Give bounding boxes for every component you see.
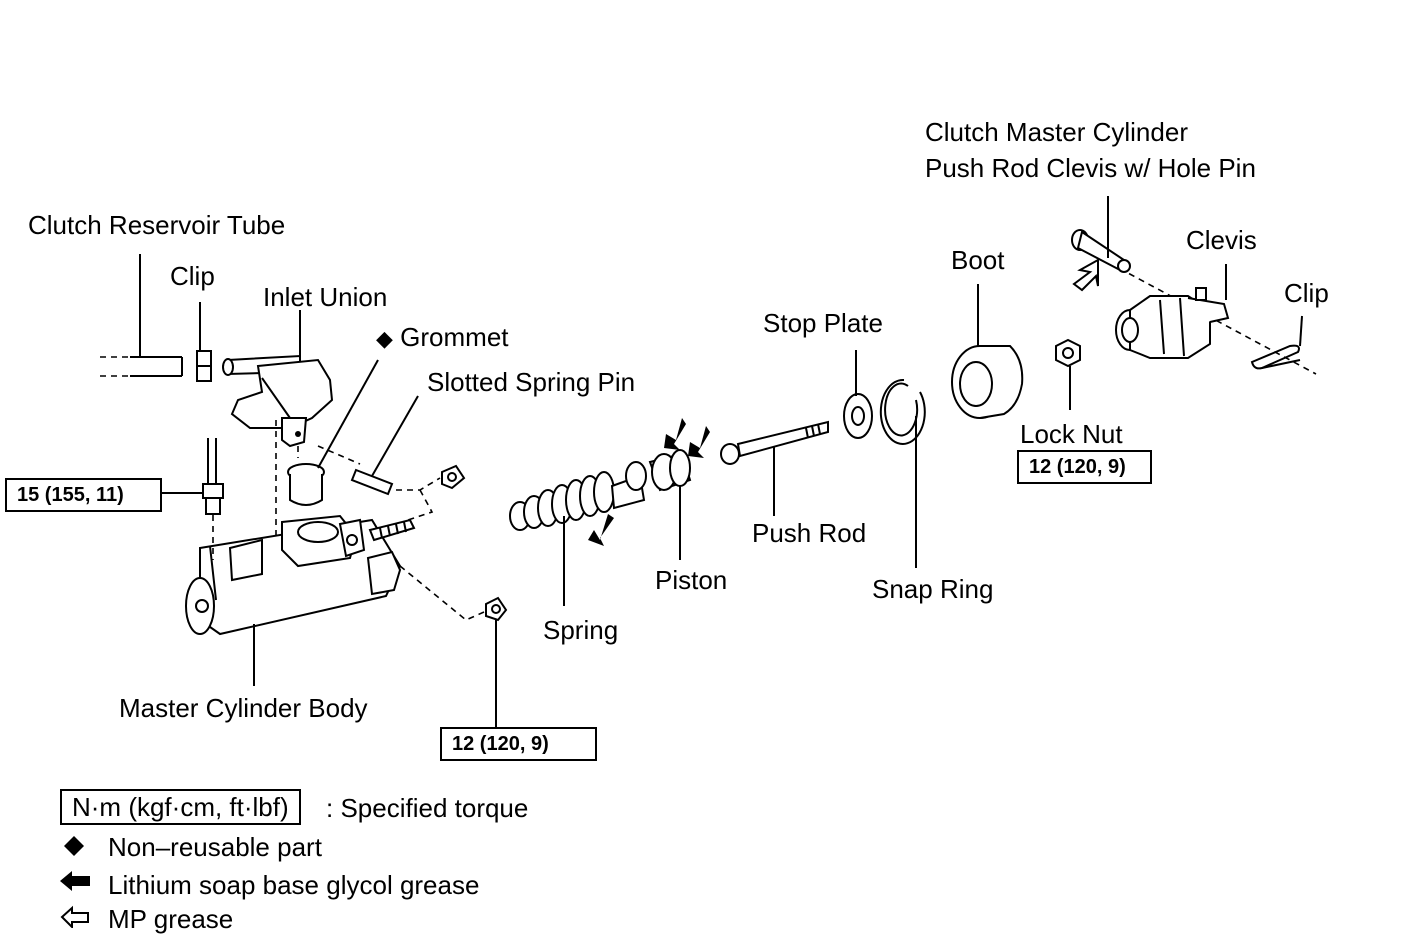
label-snap-ring: Snap Ring (872, 574, 994, 604)
label-spring: Spring (543, 615, 619, 645)
grommet-text: Grommet (400, 322, 509, 352)
torque-box-mounting-nut: 12 (120, 9) (440, 727, 597, 761)
clip-left-part (196, 350, 212, 382)
legend-specified-torque: : Specified torque (326, 793, 529, 823)
label-grommet: ◆ Grommet (376, 324, 509, 350)
torque-box-outlet-fitting: 15 (155, 11) (5, 478, 162, 512)
legend-non-reusable: Non–reusable part (108, 832, 322, 862)
label-slotted-spring-pin: Slotted Spring Pin (427, 367, 636, 397)
diamond-icon (64, 836, 84, 856)
legend-unit-box: N·m (kgf·cm, ft·lbf) (60, 789, 301, 825)
torque-box-lock-nut: 12 (120, 9) (1017, 450, 1152, 484)
label-clutch-reservoir-tube: Clutch Reservoir Tube (28, 210, 286, 240)
label-clip-left: Clip (170, 261, 215, 291)
master-cylinder-body-part (185, 514, 416, 636)
clip-right-part (1250, 344, 1301, 370)
label-push-rod: Push Rod (752, 518, 867, 548)
clevis-part (1115, 287, 1230, 359)
piston-part (610, 449, 692, 510)
snap-ring-part (879, 378, 926, 445)
label-clip-right: Clip (1284, 278, 1329, 308)
grommet-part (287, 463, 325, 506)
push-rod-part (720, 420, 829, 465)
small-nut-lower (485, 596, 508, 622)
diamond-icon: ◆ (376, 326, 393, 351)
inlet-union-part (222, 354, 334, 448)
label-boot: Boot (951, 245, 1005, 275)
mp-grease-arrow (1072, 258, 1099, 292)
label-push-rod-clevis-pin: Push Rod Clevis w/ Hole Pin (925, 153, 1256, 183)
lithium-grease-arrows (588, 418, 710, 546)
small-nut-upper (441, 464, 466, 490)
label-clevis: Clevis (1186, 225, 1257, 255)
clevis-pin-part (1071, 229, 1131, 273)
lock-nut-part (1055, 338, 1081, 368)
label-inlet-union: Inlet Union (263, 282, 388, 312)
legend-mp-grease: MP grease (108, 904, 234, 934)
label-lock-nut: Lock Nut (1020, 419, 1123, 449)
legend-lithium-grease: Lithium soap base glycol grease (108, 870, 480, 900)
spring-part (509, 471, 615, 531)
outline-arrow-icon (60, 905, 89, 928)
filled-arrow-icon (60, 871, 90, 891)
label-clutch-master-cylinder: Clutch Master Cylinder (925, 117, 1188, 147)
label-stop-plate: Stop Plate (763, 308, 883, 338)
label-master-cylinder-body: Master Cylinder Body (119, 693, 368, 723)
leader-lines (139, 196, 1303, 728)
label-piston: Piston (655, 565, 728, 595)
clutch-reservoir-tube (100, 356, 183, 377)
legend-symbols (60, 836, 90, 928)
stop-plate-part (843, 393, 873, 439)
outlet-fitting-part (202, 438, 224, 515)
boot-part (951, 345, 1024, 419)
slotted-spring-pin-part (350, 468, 394, 496)
